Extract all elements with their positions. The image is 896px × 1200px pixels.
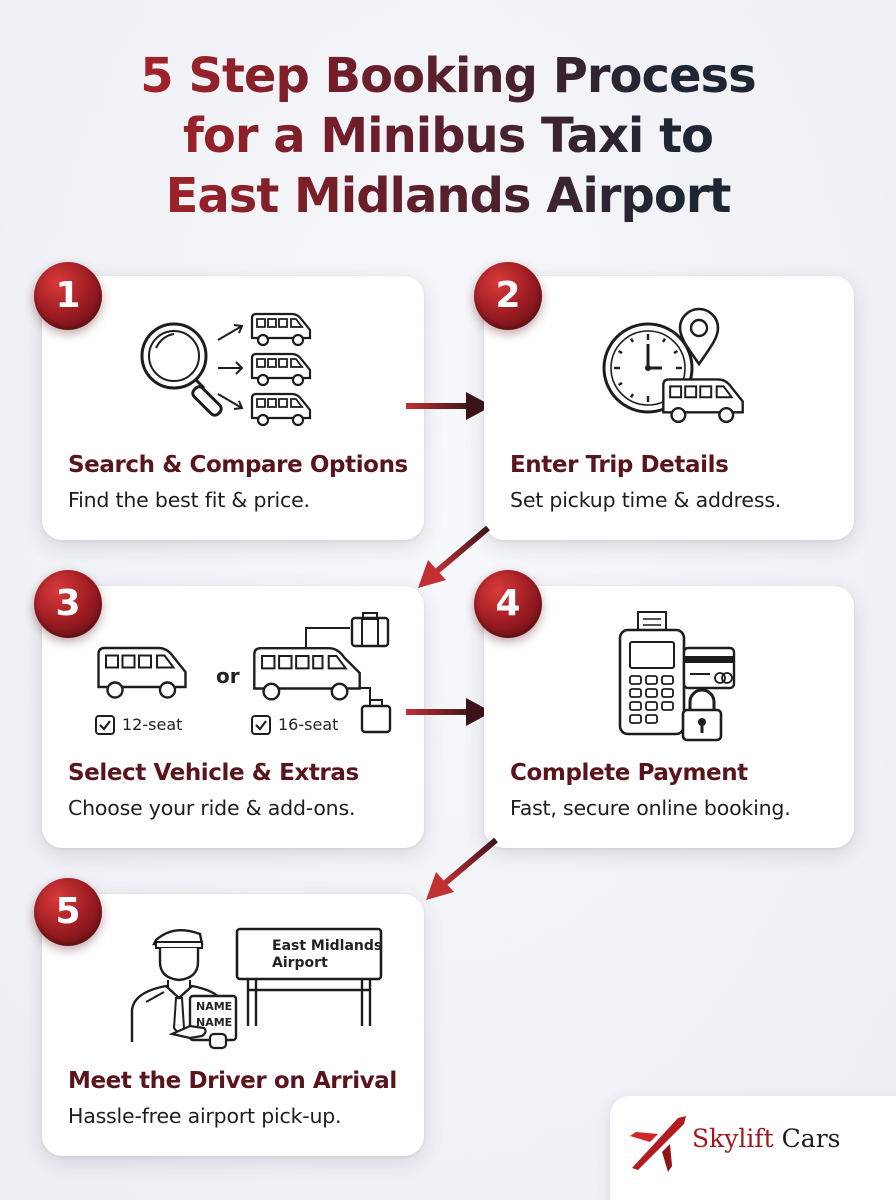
checkbox-icon	[94, 714, 116, 736]
plane-logo-icon	[630, 1116, 686, 1172]
title-line-3: East Midlands Airport	[0, 166, 896, 226]
arrow-icon	[426, 837, 498, 900]
page-title: 5 Step Booking Process for a Minibus Tax…	[0, 46, 896, 226]
location-pin-icon	[676, 306, 722, 368]
seat-option-12: 12-seat	[122, 715, 183, 734]
minibus-icon	[248, 350, 314, 388]
minibus-icon	[248, 642, 366, 704]
magnifier-icon	[134, 318, 230, 418]
step-5-desc: Hassle-free airport pick-up.	[68, 1104, 342, 1128]
step-1-title: Search & Compare Options	[68, 452, 408, 478]
step-card-1	[42, 276, 424, 540]
step-3-title: Select Vehicle & Extras	[68, 760, 359, 786]
brand-name-part-1: Skylift	[692, 1124, 774, 1153]
or-label: or	[216, 664, 240, 688]
step-2-desc: Set pickup time & address.	[510, 488, 782, 512]
arrow-icon	[406, 698, 492, 726]
step-4-title: Complete Payment	[510, 760, 748, 786]
luggage-icon	[356, 686, 396, 736]
step-badge-1: 1	[34, 262, 102, 330]
minibus-icon	[92, 642, 192, 702]
name-sign-line-2: NAME	[196, 1016, 233, 1029]
step-5-title: Meet the Driver on Arrival	[68, 1068, 397, 1094]
minibus-icon	[248, 390, 314, 428]
padlock-icon	[680, 686, 724, 742]
step-badge-3: 3	[34, 570, 102, 638]
step-3-desc: Choose your ride & add-ons.	[68, 796, 356, 820]
minibus-icon	[248, 310, 314, 348]
seat-option-16: 16-seat	[278, 715, 339, 734]
result-arrows-icon	[214, 318, 250, 418]
title-line-2: for a Minibus Taxi to	[0, 106, 896, 166]
card-terminal-icon	[616, 608, 688, 738]
step-1-desc: Find the best fit & price.	[68, 488, 310, 512]
brand-name: Skylift Cars	[692, 1124, 840, 1153]
arrow-icon	[406, 392, 492, 420]
step-badge-2: 2	[474, 262, 542, 330]
name-sign-icon	[168, 994, 248, 1052]
step-2-title: Enter Trip Details	[510, 452, 729, 478]
checkbox-icon	[250, 714, 272, 736]
step-4-desc: Fast, secure online booking.	[510, 796, 791, 820]
brand-name-part-2: Cars	[781, 1124, 841, 1153]
name-sign-line-1: NAME	[196, 1000, 233, 1013]
luggage-icon	[300, 612, 394, 654]
airport-sign-line-2: Airport	[272, 955, 328, 971]
arrow-icon	[418, 525, 490, 588]
credit-card-icon	[682, 644, 736, 692]
minibus-icon	[656, 374, 750, 426]
step-badge-4: 4	[474, 570, 542, 638]
airport-sign-icon	[234, 926, 384, 1028]
airport-sign-line-1: East Midlands	[272, 938, 383, 954]
step-badge-5: 5	[34, 878, 102, 946]
title-line-1: 5 Step Booking Process	[0, 46, 896, 106]
